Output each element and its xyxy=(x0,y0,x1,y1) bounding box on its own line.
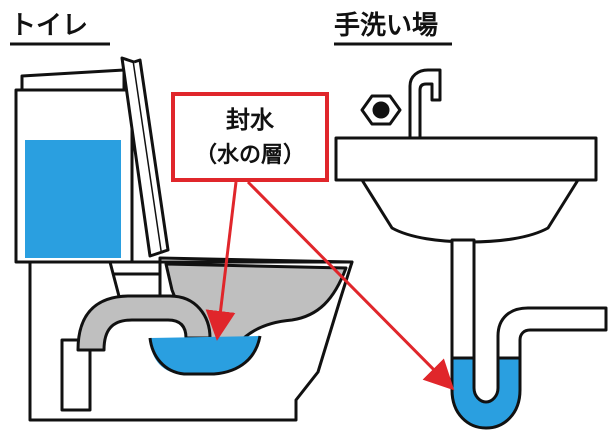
callout-title: 封水 xyxy=(226,106,275,134)
sink-countertop xyxy=(334,136,598,182)
arrow-to-sink-seal xyxy=(246,180,455,391)
toilet-title: トイレ xyxy=(10,11,88,41)
sink-illustration xyxy=(334,68,608,430)
hex-nut-icon xyxy=(360,94,402,126)
sink-basin xyxy=(360,178,580,244)
callout-subtitle: （水の層） xyxy=(195,143,305,168)
sink-seal-water xyxy=(450,356,522,430)
sink-heading: 手洗い場 xyxy=(334,11,452,46)
toilet-illustration xyxy=(14,56,354,422)
sink-title: 手洗い場 xyxy=(334,11,438,41)
sink-drain-pipe xyxy=(450,238,476,362)
sink-outlet-pipe xyxy=(496,306,608,382)
toilet-tank-water xyxy=(25,140,121,258)
toilet-seal-water xyxy=(150,336,260,374)
toilet-heading: トイレ xyxy=(10,11,110,46)
callout-box: 封水 （水の層） xyxy=(171,92,329,182)
arrow-to-toilet-seal xyxy=(205,181,238,341)
faucet xyxy=(408,68,442,140)
